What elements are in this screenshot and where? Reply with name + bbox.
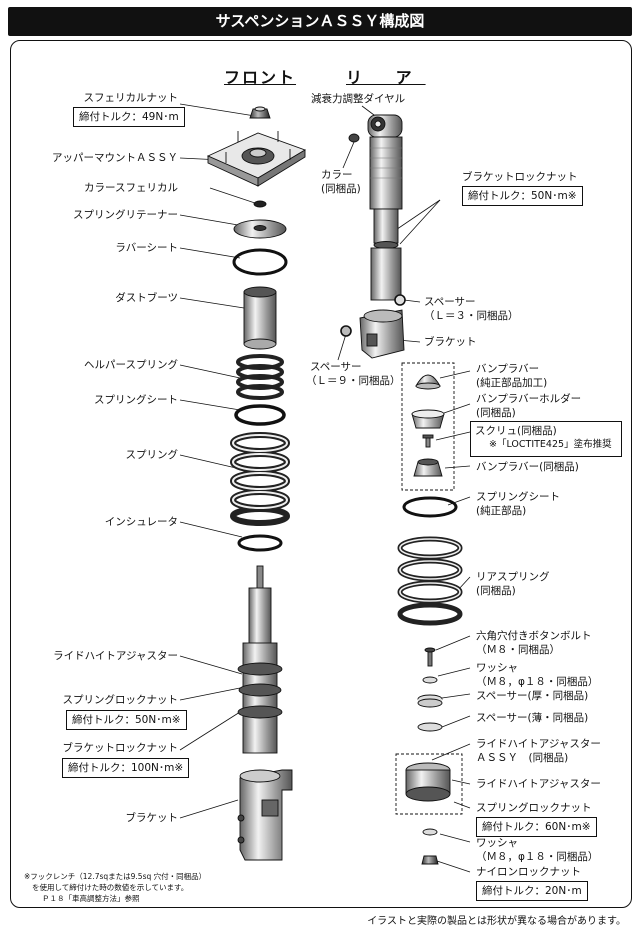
spring-lock-nut-part [238,683,282,697]
label-nylon-nut: ナイロンロックナット [476,866,581,878]
label-rear-spring-seat-note: (純正部品) [476,505,527,517]
label-bolt-note: （Ｍ８・同梱品） [476,644,560,656]
label-bracket: ブラケット [125,812,179,824]
footnote-line-3: Ｐ１８「車高調整方法」参照 [42,894,140,903]
label-screw-note: ※「LOCTITE425」塗布推奨 [489,439,612,450]
spacer-thin-part [417,722,443,732]
label-collar-spherical: カラースフェリカル [84,182,178,194]
spacer-l9-part [340,325,352,337]
diagram-frame [10,40,632,908]
torque-spring-lock-nut: 締付トルク：50N･m※ [66,710,187,730]
label-upper-mount: アッパーマウントＡＳＳＹ [52,152,178,164]
rear-heading: リ ア [346,68,426,87]
helper-spring-part [236,354,284,400]
dust-boot-part [243,291,277,345]
label-dust-boot: ダストブーツ [115,292,178,304]
leader-lines [179,103,471,873]
torque-rear-bracket-lock-nut: 締付トルク：50N･m※ [462,186,583,206]
label-washer-1: ワッシャ [476,662,518,674]
label-rear-bracket: ブラケット [424,336,477,348]
page-title: サスペンションＡＳＳＹ構成図 [8,7,632,36]
label-rha-assy-2: ＡＳＳＹ (同梱品) [476,752,569,764]
label-rear-spring-seat: スプリングシート [476,491,560,503]
torque-spherical-nut: 締付トルク：49N･m [73,107,185,127]
label-helper-spring: ヘルパースプリング [84,359,178,371]
label-bracket-lock-nut: ブラケットロックナット [62,742,179,754]
label-bump-rubber-2: バンプラバー(同梱品) [476,461,579,473]
screw-box: スクリュ(同梱品) ※「LOCTITE425」塗布推奨 [470,421,622,457]
washer-2-part [422,828,438,836]
label-rear-spring-note: (同梱品) [476,585,516,597]
nylon-nut-part [421,855,439,865]
rear-spring-lock-nut-part [405,786,451,802]
label-insulator: インシュレータ [104,516,178,528]
front-heading: フロント [224,68,297,87]
label-rubber-seat: ラバーシート [115,242,178,254]
label-bump-holder-note: (同梱品) [476,407,516,419]
label-rear-bracket-lock-nut: ブラケットロックナット [462,171,578,183]
label-spacer-thick: スペーサー(厚・同梱品) [476,690,589,702]
rear-spring-seat-part [402,496,458,518]
label-spring-retainer: スプリングリテーナー [73,209,178,221]
label-bolt: 六角穴付きボタンボルト [476,630,592,642]
torque-rear-spring-lock-nut: 締付トルク：60N･m※ [476,817,597,837]
label-spacer-thin: スペーサー(薄・同梱品) [476,712,589,724]
spring-seat-part [234,404,286,426]
label-bump-rubber: バンプラバー [476,363,540,375]
label-spacer-l3-note: （Ｌ＝３・同梱品） [424,310,519,322]
label-spring-lock-nut: スプリングロックナット [62,694,179,706]
screw-part [425,436,431,448]
insulator-part [237,534,283,552]
rubber-seat-part [232,248,288,276]
torque-bracket-lock-nut: 締付トルク：100N･m※ [62,758,190,778]
label-washer-2-note: （Ｍ８，φ１８・同梱品） [476,851,599,863]
spacer-l3-part [394,294,406,306]
shock-lower-body [242,642,278,754]
label-rear-collar: カラー [321,169,353,181]
adjuster-dashed-box [395,753,463,815]
washer-1-part [422,676,438,684]
label-spring-seat: スプリングシート [94,394,178,406]
footnote-line-1: ※フックレンチ（12.7sqまたは9.5sq 穴付・同梱品） [24,872,207,881]
label-washer-2: ワッシャ [476,837,518,849]
label-bump-holder: バンプラバーホルダー [476,393,582,405]
rear-spring-part [397,536,463,626]
label-rha-assy: ライドハイトアジャスター [476,738,601,750]
label-screw: スクリュ(同梱品) [475,425,557,437]
label-ride-height-adjuster: ライドハイトアジャスター [53,650,178,662]
label-rha: ライドハイトアジャスター [476,778,601,790]
bracket-lock-nut-part [237,705,283,719]
label-spacer-l9: スペーサー [310,361,362,373]
label-damping-dial: 減衰力調整ダイヤル [311,93,406,105]
ride-height-adjuster-part [237,662,283,676]
label-rear-collar-note: (同梱品) [321,183,361,195]
label-spherical-nut: スフェリカルナット [83,92,179,104]
shock-upper-body [248,587,272,647]
rear-collar-part [348,133,360,143]
torque-nylon-nut: 締付トルク：20N･m [476,881,588,901]
rear-bracket-lock-nut-part [373,241,399,249]
bump-kit-dashed-box [401,362,455,491]
label-spacer-l9-note: （Ｌ＝９・同梱品） [306,375,401,387]
label-rear-spring: リアスプリング [476,571,550,583]
label-spacer-l3: スペーサー [424,296,476,308]
footnote-line-2: を使用して締付けた時の数値を示しています。 [32,883,189,892]
disclaimer: イラストと実際の製品とは形状が異なる場合があります。 [367,916,626,927]
label-rear-spring-lock-nut: スプリングロックナット [476,802,592,814]
label-spring: スプリング [125,449,179,461]
label-washer-1-note: （Ｍ８，φ１８・同梱品） [476,676,599,688]
label-bump-rubber-note: (純正部品加工) [476,377,548,389]
